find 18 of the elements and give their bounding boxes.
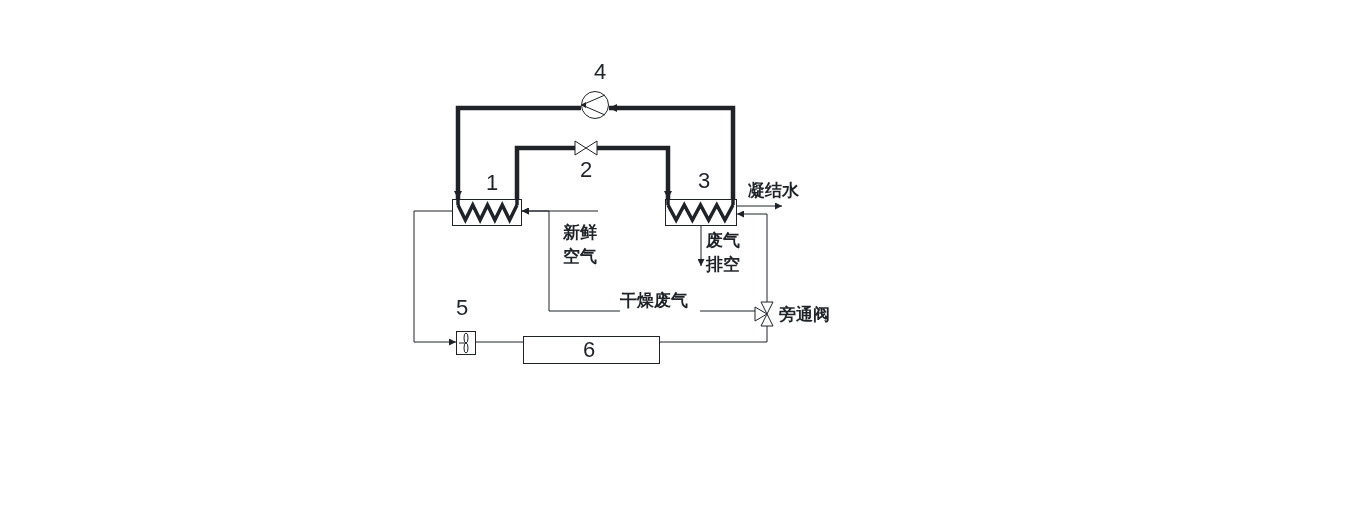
air-duct-line	[659, 325, 768, 343]
flow-label: 干燥废气	[620, 288, 700, 312]
number-label: 4	[594, 61, 607, 83]
number-label: 3	[698, 170, 711, 192]
number-label: 2	[580, 159, 593, 181]
number-label: 5	[456, 297, 469, 319]
air-duct-line	[413, 210, 457, 346]
air-duct-line	[736, 202, 783, 210]
refrigerant-pipe	[454, 105, 581, 199]
refrigerant-pipe	[514, 145, 575, 199]
air-duct-line	[475, 341, 524, 343]
number-label: 1	[486, 172, 499, 194]
valve-label: 旁通阀	[779, 303, 830, 325]
number-label: 6	[583, 339, 596, 361]
air-duct-line	[736, 210, 768, 303]
refrigerant-pipe	[597, 145, 672, 199]
air-duct-line	[697, 225, 705, 267]
refrigerant-pipe	[609, 104, 736, 199]
